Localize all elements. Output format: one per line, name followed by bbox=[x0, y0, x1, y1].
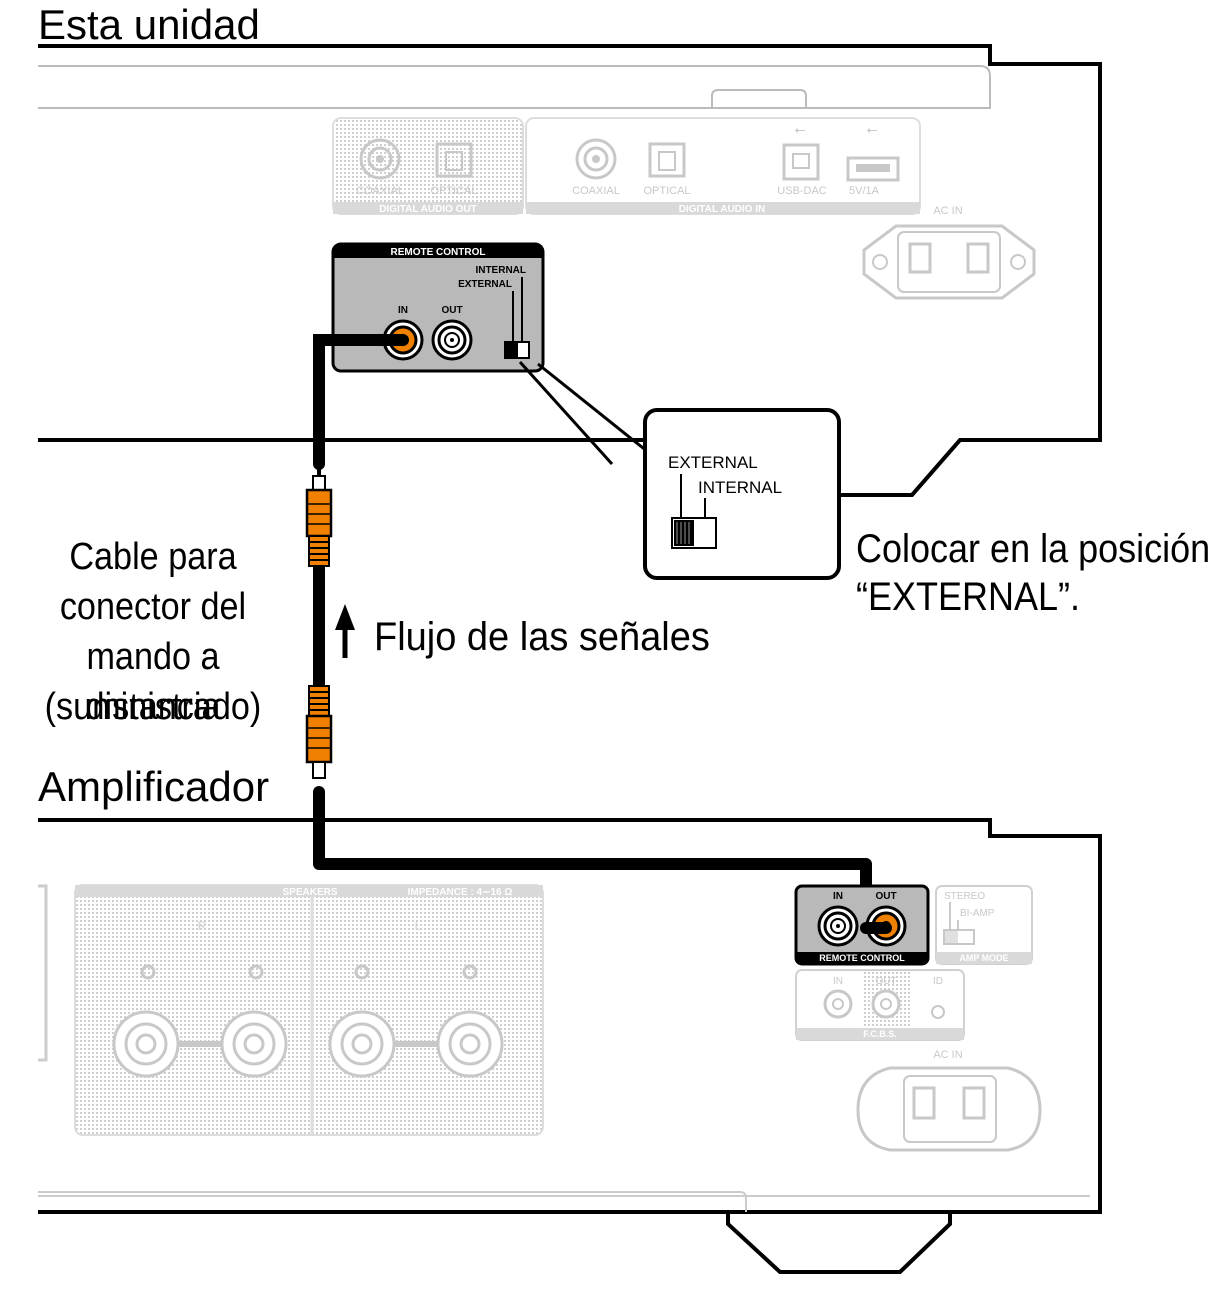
lower-rca-plug bbox=[305, 685, 333, 779]
zoom-internal-label: INTERNAL bbox=[698, 478, 782, 497]
fcbs-panel: IN OUT ID F.C.B.S. bbox=[795, 969, 965, 1041]
optical-out-jack bbox=[435, 142, 473, 178]
amp-remote-control-title: REMOTE CONTROL bbox=[819, 953, 905, 963]
zoom-switch-external-position bbox=[671, 517, 717, 549]
amp-ac-inlet: AC IN bbox=[856, 1049, 1042, 1152]
amp-mode-label: AMP MODE bbox=[959, 953, 1008, 963]
coaxial-in-jack bbox=[575, 138, 617, 180]
amp-remote-in-jack bbox=[817, 905, 859, 947]
digital-audio-out-panel: COAXIAL OPTICAL DIGITAL AUDIO OUT bbox=[332, 117, 524, 215]
speaker-terminals-panel: SPEAKERS IMPEDANCE : 4∼16 Ω R L bbox=[74, 884, 544, 1136]
usb-symbol-icon: ⭠ bbox=[866, 121, 877, 137]
signal-flow-label: Flujo de las señales bbox=[374, 615, 710, 659]
amp-remote-in-label: IN bbox=[833, 891, 843, 902]
speaker-terminal bbox=[112, 1010, 504, 1078]
unit-external-internal-switch[interactable] bbox=[504, 341, 530, 359]
fcbs-label: F.C.B.S. bbox=[863, 1029, 897, 1039]
coaxial-out-jack bbox=[359, 138, 401, 180]
coaxial-out-label: COAXIAL bbox=[356, 185, 404, 197]
unit-switch-external-label: EXTERNAL bbox=[458, 279, 512, 290]
unit-ac-in-label: AC IN bbox=[933, 205, 962, 217]
signal-flow-arrow-icon bbox=[335, 604, 355, 658]
instruction-line-1: Colocar en la posición bbox=[856, 527, 1211, 571]
coaxial-in-label: COAXIAL bbox=[572, 185, 620, 197]
unit-remote-out-jack bbox=[431, 319, 473, 361]
unit-title: Esta unidad bbox=[38, 1, 260, 48]
unit-switch-internal-label: INTERNAL bbox=[475, 265, 526, 276]
cable-label-line-1: Cable para bbox=[69, 536, 237, 578]
fcbs-in-label: IN bbox=[833, 976, 843, 987]
usb-symbol-icon: ⭠ bbox=[794, 121, 805, 137]
amplifier-chassis bbox=[38, 818, 1102, 1274]
amplifier-title: Amplificador bbox=[38, 763, 270, 810]
zoom-external-label: EXTERNAL bbox=[668, 453, 758, 472]
stereo-label: STEREO bbox=[944, 891, 985, 902]
amp-remote-out-label: OUT bbox=[875, 891, 896, 902]
bi-amp-label: BI-AMP bbox=[960, 908, 995, 919]
usb-dac-port bbox=[782, 143, 820, 181]
usb-power-label: 5V/1A bbox=[849, 185, 880, 197]
amp-ac-in-label: AC IN bbox=[933, 1049, 962, 1061]
digital-audio-in-label: DIGITAL AUDIO IN bbox=[679, 204, 765, 215]
unit-chassis bbox=[38, 44, 1102, 497]
fcbs-id-label: ID bbox=[933, 976, 943, 987]
impedance-label: IMPEDANCE : 4∼16 Ω bbox=[408, 887, 513, 898]
usb-dac-label: USB-DAC bbox=[777, 185, 827, 197]
unit-ac-inlet: AC IN bbox=[862, 205, 1036, 300]
optical-in-jack bbox=[648, 142, 686, 178]
usb-power-port bbox=[846, 156, 900, 182]
unit-remote-control-title: REMOTE CONTROL bbox=[391, 247, 486, 258]
amp-mode-panel: STEREO BI-AMP AMP MODE bbox=[935, 885, 1033, 965]
channel-r-label: R bbox=[198, 919, 207, 933]
digital-audio-out-label: DIGITAL AUDIO OUT bbox=[379, 204, 477, 215]
unit-remote-in-label: IN bbox=[398, 305, 408, 316]
unit-remote-out-label: OUT bbox=[441, 305, 462, 316]
switch-zoom-callout: EXTERNAL INTERNAL bbox=[518, 360, 841, 580]
optical-in-label: OPTICAL bbox=[643, 185, 690, 197]
cable-label-line-4: (suministrado) bbox=[44, 686, 262, 728]
cable-label-line-3: mando a distancia bbox=[85, 636, 221, 728]
fcbs-out-label: OUT bbox=[875, 976, 896, 987]
upper-rca-plug bbox=[305, 475, 333, 567]
speakers-label: SPEAKERS bbox=[282, 887, 337, 898]
instruction-line-2: “EXTERNAL”. bbox=[856, 575, 1081, 619]
optical-out-label: OPTICAL bbox=[430, 185, 477, 197]
cable-label-line-2: conector del bbox=[59, 586, 247, 628]
amp-remote-control-panel: REMOTE CONTROL IN OUT bbox=[794, 884, 930, 966]
unit-remote-control-panel: REMOTE CONTROL INTERNAL EXTERNAL IN OUT bbox=[331, 242, 545, 373]
channel-l-label: L bbox=[415, 919, 422, 933]
digital-audio-in-panel: ⭠ ⭠ COAXIAL OPTICAL USB-DAC 5V/1A DIGITA… bbox=[525, 117, 921, 215]
